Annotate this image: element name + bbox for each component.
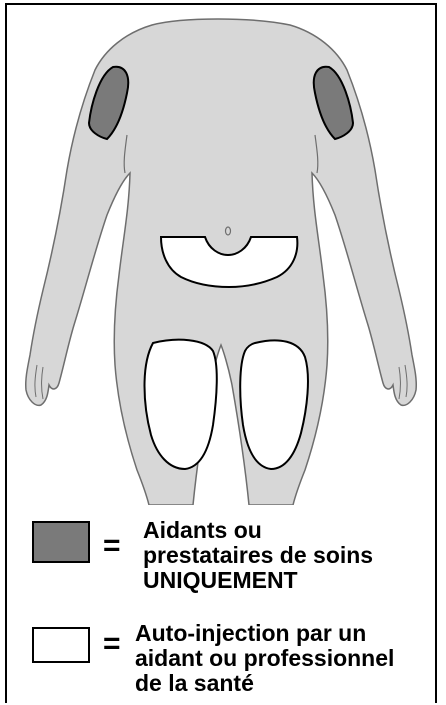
caregiver-only-swatch bbox=[32, 521, 90, 563]
legend-equals-sign: = bbox=[103, 629, 121, 659]
caregiver-only-label: Aidants ou prestataires de soins UNIQUEM… bbox=[143, 518, 373, 593]
legend-self-injection: = Auto-injection par un aidant ou profes… bbox=[7, 617, 439, 705]
injection-sites-panel: = Aidants ou prestataires de soins UNIQU… bbox=[5, 3, 437, 703]
self-injection-label: Auto-injection par un aidant ou professi… bbox=[135, 621, 394, 696]
self-injection-swatch bbox=[32, 627, 90, 663]
legend-caregiver-only: = Aidants ou prestataires de soins UNIQU… bbox=[7, 513, 439, 601]
body-figure bbox=[7, 5, 435, 505]
legend-equals-sign: = bbox=[103, 531, 121, 561]
